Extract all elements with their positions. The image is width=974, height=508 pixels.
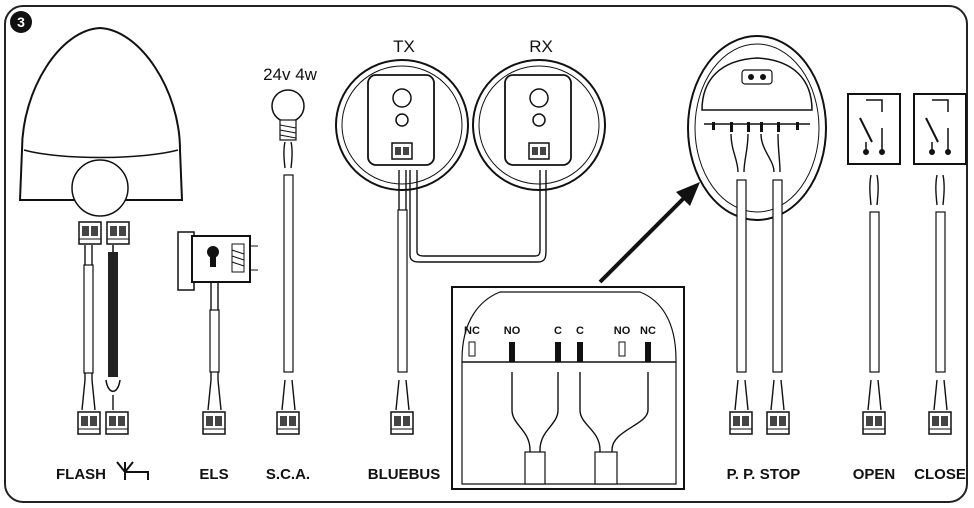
label-pp: P. P. <box>727 466 756 483</box>
photocell-tx <box>335 59 469 191</box>
contact-detail-box: NC NO C C NO NC <box>451 286 685 490</box>
pp-cable <box>730 133 749 411</box>
terminal-block <box>105 411 129 435</box>
bluebus-cable <box>395 170 547 411</box>
close-switch <box>913 93 967 165</box>
label-rx: RX <box>529 37 553 56</box>
detail-arrow <box>598 182 700 284</box>
label-els: ELS <box>199 466 228 483</box>
terminal-block <box>77 411 101 435</box>
flash-cable <box>81 245 96 411</box>
detail-label-no-2: NO <box>614 325 631 337</box>
figure-number-badge: 3 <box>10 11 32 33</box>
flashing-light <box>18 26 184 217</box>
open-cable <box>867 174 882 411</box>
terminal-block <box>928 411 952 435</box>
stop-cable <box>760 133 785 411</box>
label-open: OPEN <box>853 466 896 483</box>
label-stop: STOP <box>760 466 801 483</box>
antenna-icon <box>116 461 149 480</box>
terminal-block <box>78 221 102 245</box>
terminal-block <box>862 411 886 435</box>
figure-number: 3 <box>17 14 25 30</box>
control-device <box>687 35 827 221</box>
detail-label-nc-2: NC <box>640 325 656 337</box>
label-tx: TX <box>393 37 415 56</box>
photocell-rx <box>472 59 606 191</box>
lamp-rating: 24v 4w <box>263 65 318 84</box>
label-sca: S.C.A. <box>266 466 310 483</box>
terminal-block <box>202 411 226 435</box>
indicator-lamp <box>271 89 305 141</box>
label-close: CLOSE <box>914 466 966 483</box>
open-switch <box>847 93 901 165</box>
terminal-block <box>276 411 300 435</box>
antenna-cable <box>105 245 121 410</box>
terminal-block <box>390 411 414 435</box>
sca-cable <box>281 141 296 411</box>
detail-label-c-2: C <box>576 325 584 337</box>
detail-label-no-1: NO <box>504 325 521 337</box>
terminal-block <box>729 411 753 435</box>
terminal-block <box>766 411 790 435</box>
close-cable <box>933 174 948 411</box>
detail-label-c-1: C <box>554 325 562 337</box>
label-bluebus: BLUEBUS <box>368 466 441 483</box>
diagram-frame <box>4 5 968 503</box>
electric-lock <box>177 231 258 291</box>
label-flash: FLASH <box>56 466 106 483</box>
els-cable <box>207 282 222 411</box>
terminal-block <box>106 221 130 245</box>
detail-label-nc-1: NC <box>464 325 480 337</box>
